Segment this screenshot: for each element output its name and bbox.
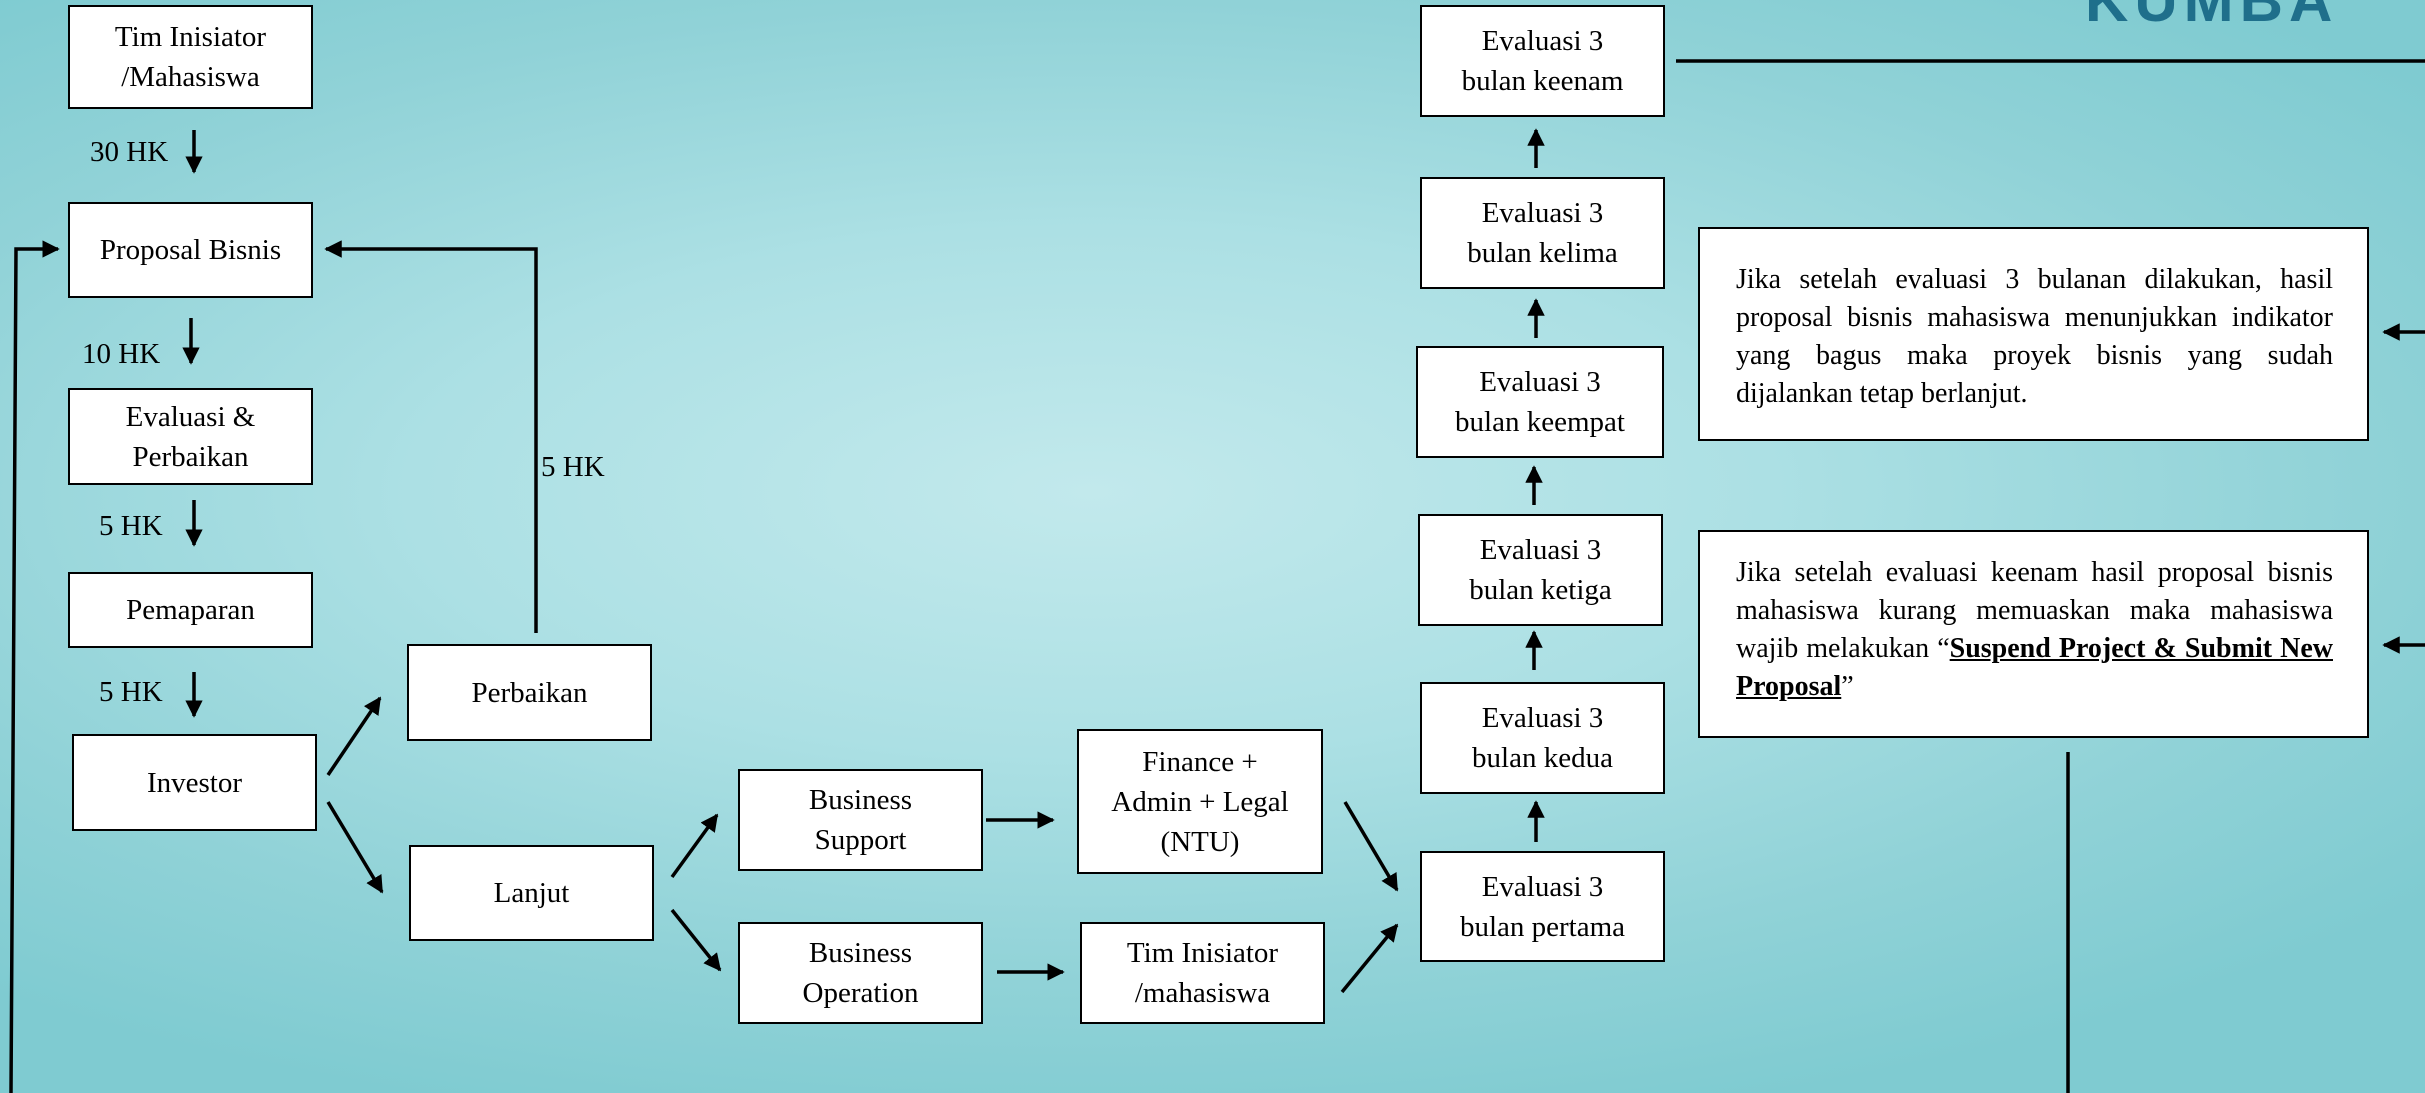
box-lanjut: Lanjut bbox=[409, 845, 654, 941]
arrow-investor-to-lanjut bbox=[326, 801, 384, 894]
label-5-hk-investor: 5 HK bbox=[99, 676, 163, 708]
arrow-lanjut-to-support bbox=[670, 813, 719, 879]
box-evaluasi-bulan-keempat: Evaluasi 3 bulan keempat bbox=[1416, 346, 1664, 458]
box-pemaparan: Pemaparan bbox=[68, 572, 313, 648]
label-5-hk-perbaikan: 5 HK bbox=[541, 451, 605, 483]
arrow-investor-to-perbaikan bbox=[326, 696, 382, 776]
note-suspend-emphasis: Suspend Project & Submit New Proposal bbox=[1736, 633, 2333, 702]
box-proposal-bisnis: Proposal Bisnis bbox=[68, 202, 313, 298]
note-suspend-text-before: Jika setelah evaluasi keenam hasil propo… bbox=[1736, 557, 2333, 664]
arrow-tim-to-eval1 bbox=[1340, 923, 1399, 994]
box-perbaikan: Perbaikan bbox=[407, 644, 652, 741]
note-project-continues: Jika setelah evaluasi 3 bulanan dilakuka… bbox=[1698, 227, 2369, 441]
box-evaluasi-bulan-keenam: Evaluasi 3 bulan keenam bbox=[1420, 5, 1665, 117]
box-tim-inisiator-mahasiswa: Tim Inisiator /Mahasiswa bbox=[68, 5, 313, 109]
arrow-finance-to-eval1 bbox=[1343, 801, 1399, 892]
note-suspend-text-after: ” bbox=[1841, 671, 1854, 702]
arrow-loop-to-proposal bbox=[9, 240, 60, 1093]
note-project-continues-text: Jika setelah evaluasi 3 bulanan dilakuka… bbox=[1736, 264, 2333, 409]
box-evaluasi-perbaikan: Evaluasi & Perbaikan bbox=[68, 388, 313, 485]
box-evaluasi-bulan-pertama: Evaluasi 3 bulan pertama bbox=[1420, 851, 1665, 962]
arrow-perbaikan-to-proposal bbox=[324, 240, 538, 633]
box-evaluasi-bulan-kelima: Evaluasi 3 bulan kelima bbox=[1420, 177, 1665, 289]
box-investor: Investor bbox=[72, 734, 317, 831]
logo-wordmark: KUMBA bbox=[2085, 0, 2339, 34]
arrow-lanjut-to-operation bbox=[670, 908, 722, 972]
box-evaluasi-bulan-ketiga: Evaluasi 3 bulan ketiga bbox=[1418, 514, 1663, 626]
box-business-operation: Business Operation bbox=[738, 922, 983, 1024]
label-30-hk: 30 HK bbox=[90, 136, 169, 168]
box-business-support: Business Support bbox=[738, 769, 983, 871]
label-10-hk: 10 HK bbox=[82, 338, 161, 370]
box-finance-admin-legal: Finance + Admin + Legal (NTU) bbox=[1077, 729, 1323, 874]
label-5-hk-pemaparan: 5 HK bbox=[99, 510, 163, 542]
box-tim-inisiator-mahasiswa-bottom: Tim Inisiator /mahasiswa bbox=[1080, 922, 1325, 1024]
box-evaluasi-bulan-kedua: Evaluasi 3 bulan kedua bbox=[1420, 682, 1665, 794]
note-suspend-project: Jika setelah evaluasi keenam hasil propo… bbox=[1698, 530, 2369, 738]
